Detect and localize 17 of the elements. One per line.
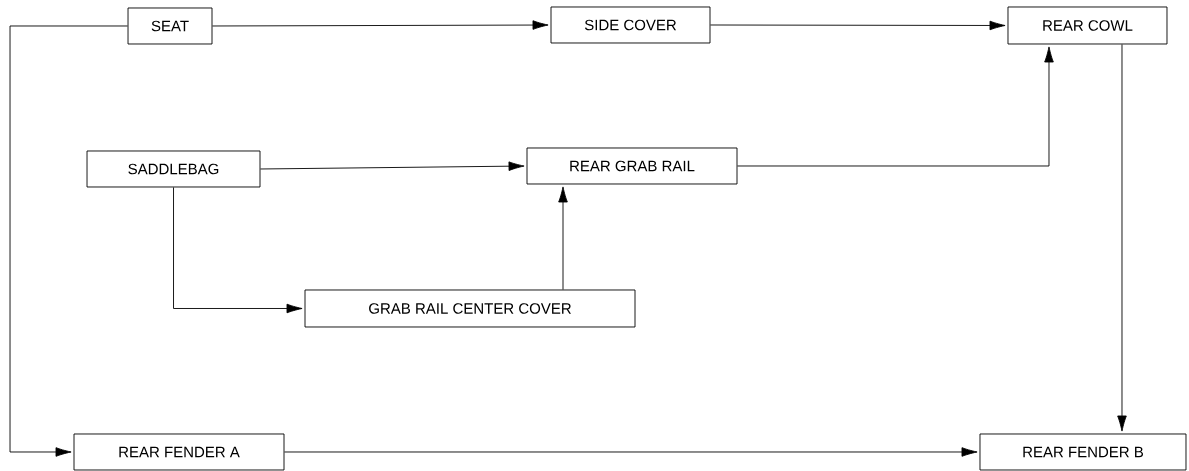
arrow <box>260 161 525 171</box>
arrow <box>558 186 568 290</box>
part-box: SADDLEBAG <box>86 150 261 188</box>
part-box: SEAT <box>127 7 213 45</box>
arrow <box>9 25 128 457</box>
part-box: REAR FENDER B <box>979 433 1187 471</box>
part-box: GRAB RAIL CENTER COVER <box>304 289 636 328</box>
arrow <box>737 46 1054 167</box>
arrow <box>212 20 549 30</box>
arrow <box>710 20 1006 31</box>
part-box: REAR FENDER A <box>73 433 285 471</box>
part-box: REAR COWL <box>1007 6 1168 45</box>
arrow <box>1117 44 1127 432</box>
arrow <box>284 447 978 457</box>
part-box: SIDE COVER <box>550 6 711 44</box>
part-box: REAR GRAB RAIL <box>526 147 738 185</box>
arrow <box>173 187 303 314</box>
